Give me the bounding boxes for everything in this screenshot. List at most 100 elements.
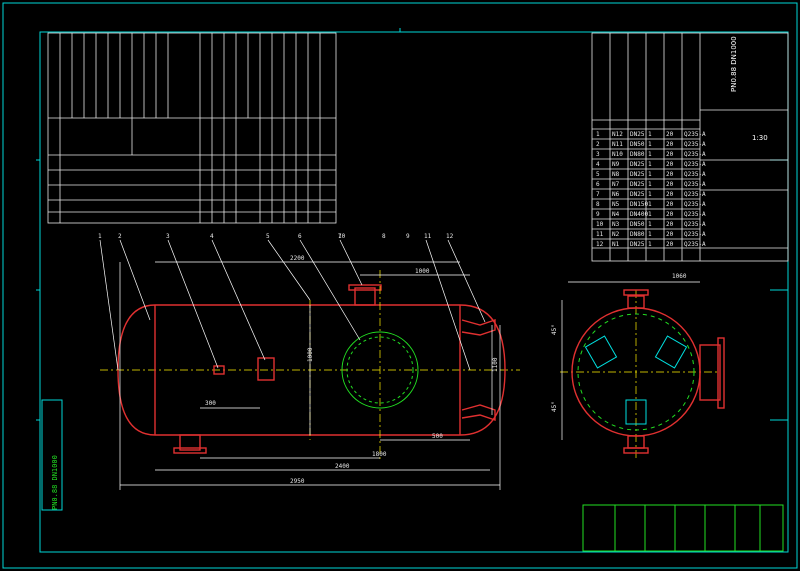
side-angle-bottom-label: 45° xyxy=(551,401,558,412)
dim-manhole-label: 1800 xyxy=(372,451,387,458)
part-number: 12 xyxy=(446,233,454,240)
parts-cell: 20 xyxy=(666,231,674,238)
scale-label: 1:30 xyxy=(752,134,768,142)
parts-cell: 20 xyxy=(666,241,674,248)
parts-cell: 10 xyxy=(596,221,604,228)
side-window-bottom xyxy=(625,399,647,425)
title-block xyxy=(582,504,784,552)
parts-cell: N5 xyxy=(612,201,620,208)
parts-cell: Q235-A xyxy=(684,191,706,198)
dim-tangent-label: 2200 xyxy=(290,255,305,262)
parts-cell: 20 xyxy=(666,201,674,208)
manhole xyxy=(341,331,419,409)
parts-cell: 20 xyxy=(666,221,674,228)
parts-cell: 1 xyxy=(648,171,652,178)
dim-shell-label: 2400 xyxy=(335,463,350,470)
parts-cell: 1 xyxy=(648,181,652,188)
parts-cell: Q235-A xyxy=(684,211,706,218)
side-width-label: 1060 xyxy=(672,273,687,280)
parts-cell: Q235-A xyxy=(684,201,706,208)
parts-cell: N6 xyxy=(612,191,620,198)
parts-cell: 20 xyxy=(666,191,674,198)
parts-cell: 1 xyxy=(648,141,652,148)
dim-saddle-label: 500 xyxy=(432,433,443,440)
parts-cell: 9 xyxy=(596,211,600,218)
part-number: 4 xyxy=(210,233,214,240)
parts-cell: Q235-A xyxy=(684,231,706,238)
parts-cell: 8 xyxy=(596,201,600,208)
part-number: 1 xyxy=(98,233,102,240)
parts-cell: 20 xyxy=(666,141,674,148)
parts-cell: 1 xyxy=(648,191,652,198)
spec-table xyxy=(47,32,337,224)
parts-cell: Q235-A xyxy=(684,181,706,188)
vertical-label: PN0.88 DN1000 xyxy=(41,399,63,511)
parts-cell: 1 xyxy=(596,131,600,138)
parts-cell: 2 xyxy=(596,141,600,148)
parts-cell: 20 xyxy=(666,161,674,168)
parts-cell: Q235-A xyxy=(684,141,706,148)
parts-cell: 20 xyxy=(666,151,674,158)
parts-cell: N2 xyxy=(612,231,620,238)
parts-cell: 1 xyxy=(648,231,652,238)
parts-cell: DN150 xyxy=(630,201,648,208)
parts-cell: N9 xyxy=(612,161,620,168)
parts-cell: 1 xyxy=(648,241,652,248)
right-nozzle-top xyxy=(461,319,496,336)
parts-cell: DN50 xyxy=(630,221,645,228)
parts-cell: 1 xyxy=(648,221,652,228)
parts-cell: Q235-A xyxy=(684,241,706,248)
parts-cell: Q235-A xyxy=(684,151,706,158)
top-nozzle xyxy=(354,287,376,306)
parts-cell: DN25 xyxy=(630,161,645,168)
parts-cell: N10 xyxy=(612,151,623,158)
level-gauge-boss xyxy=(257,357,275,381)
parts-cell: N11 xyxy=(612,141,623,148)
right-nozzle-bottom xyxy=(461,404,496,421)
dim-nozzle-spacing-label: 1000 xyxy=(415,268,430,275)
parts-cell: Q235-A xyxy=(684,161,706,168)
inner-frame xyxy=(39,31,789,553)
parts-cell: 7 xyxy=(596,191,600,198)
parts-cell: 6 xyxy=(596,181,600,188)
parts-cell: N4 xyxy=(612,211,620,218)
parts-cell: DN50 xyxy=(630,141,645,148)
part-number: 7 xyxy=(338,233,342,240)
part-number: 11 xyxy=(424,233,432,240)
part-number: 8 xyxy=(382,233,386,240)
vertical-label-text: PN0.88 DN1000 xyxy=(51,455,59,510)
parts-cell: 4 xyxy=(596,161,600,168)
part-number: 9 xyxy=(406,233,410,240)
parts-cell: N7 xyxy=(612,181,620,188)
dim-inlet-label: 300 xyxy=(205,400,216,407)
parts-cell: 3 xyxy=(596,151,600,158)
parts-cell: 20 xyxy=(666,131,674,138)
parts-cell: DN25 xyxy=(630,131,645,138)
parts-cell: Q235-A xyxy=(684,221,706,228)
parts-cell: 11 xyxy=(596,231,604,238)
parts-cell: DN25 xyxy=(630,171,645,178)
part-number: 5 xyxy=(266,233,270,240)
parts-cell: 1 xyxy=(648,131,652,138)
parts-cell: 20 xyxy=(666,181,674,188)
dim-overall-label: 2950 xyxy=(290,478,305,485)
side-window-right xyxy=(654,335,688,369)
side-view xyxy=(560,281,725,460)
parts-cell: DN25 xyxy=(630,241,645,248)
side-window-left xyxy=(584,335,618,369)
parts-cell: N3 xyxy=(612,221,620,228)
parts-cell: 1 xyxy=(648,201,652,208)
parts-cell: N12 xyxy=(612,131,623,138)
parts-cell: DN25 xyxy=(630,191,645,198)
drawing-name: PN0.88 DN1000 xyxy=(730,36,738,92)
part-number: 2 xyxy=(118,233,122,240)
part-number: 3 xyxy=(166,233,170,240)
dim-right-label: 1100 xyxy=(492,357,499,372)
side-angle-top-label: 45° xyxy=(551,324,558,335)
part-number: 6 xyxy=(298,233,302,240)
parts-cell: 1 xyxy=(648,151,652,158)
parts-cell: DN25 xyxy=(630,181,645,188)
parts-cell: DN80 xyxy=(630,231,645,238)
